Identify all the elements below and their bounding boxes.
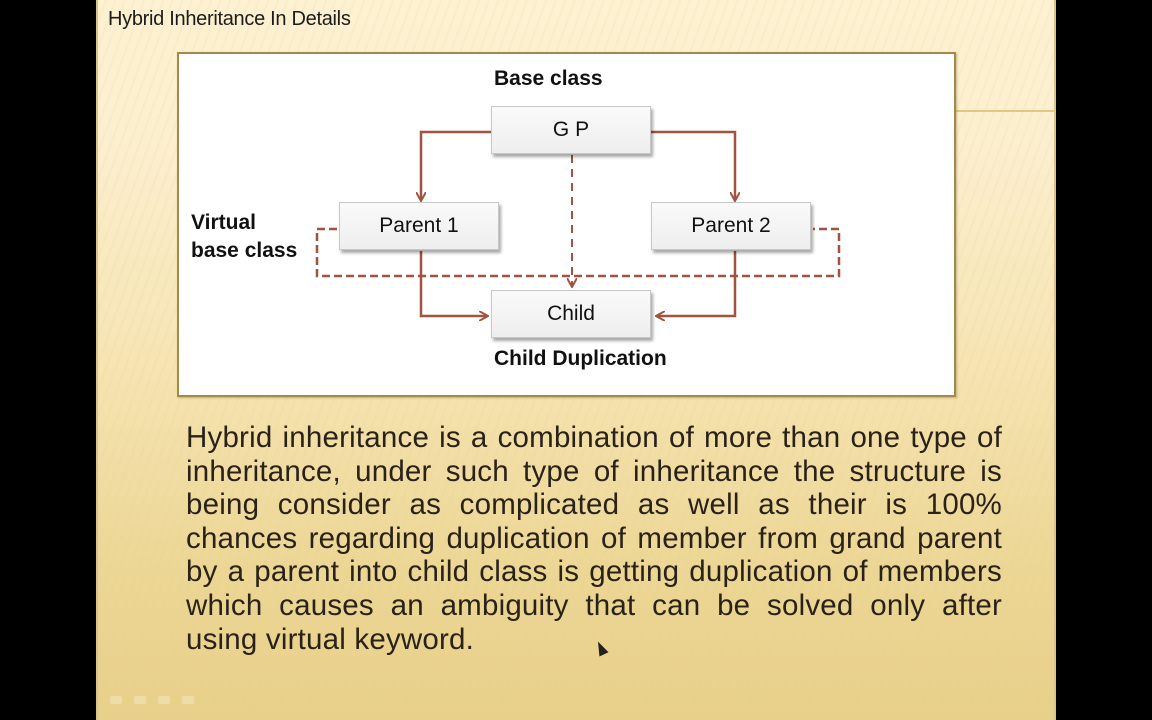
presentation-slide: Hybrid Inheritance In Details Base class… xyxy=(96,0,1056,720)
node-parent-1: Parent 1 xyxy=(339,202,499,250)
node-grand-parent: G P xyxy=(491,106,651,154)
virtual-base-class-label-line2: base class xyxy=(191,239,298,262)
slide-title: Hybrid Inheritance In Details xyxy=(108,8,351,30)
virtual-base-class-label-line1: Virtual xyxy=(191,211,256,234)
node-parent-2: Parent 2 xyxy=(651,202,811,250)
next-slide-icon[interactable] xyxy=(182,696,194,704)
diagram-frame: Base class Virtual base class G P Parent… xyxy=(177,52,956,397)
child-duplication-label: Child Duplication xyxy=(494,347,667,370)
decorative-band-line xyxy=(956,110,1056,112)
previous-slide-icon[interactable] xyxy=(110,696,122,704)
menu-icon[interactable] xyxy=(158,696,170,704)
description-paragraph: Hybrid inheritance is a combination of m… xyxy=(186,421,1002,656)
pen-icon[interactable] xyxy=(134,696,146,704)
slideshow-controls[interactable] xyxy=(110,696,194,704)
node-child: Child xyxy=(491,290,651,338)
base-class-label: Base class xyxy=(494,67,603,90)
connector-lines xyxy=(315,130,841,399)
